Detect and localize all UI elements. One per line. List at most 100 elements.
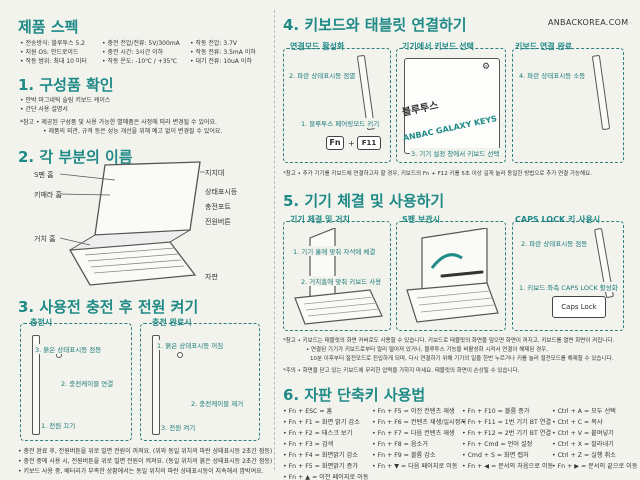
shortcut-item: • Fn + ▲ = 이전 페이지로 이동 xyxy=(283,474,369,480)
caps-lock-key: Caps Lock xyxy=(552,296,606,318)
section-6-title: 6. 자판 단축키 사용법 xyxy=(283,386,426,404)
charging-step-3: 3. 붉은 상태표시등 점등 xyxy=(34,344,103,354)
shortcut-item: • Fn + F11 = 1번 기기 BT 연결 xyxy=(462,419,552,426)
column-divider xyxy=(274,10,275,470)
shortcut-item: • Fn + F7 = 다음 컨텐츠 재생 xyxy=(372,430,455,437)
spec-row-1-col-1: • 전송방식: 블루투스 5.2 xyxy=(20,40,85,47)
shortcut-item: • Fn + F3 = 검색 xyxy=(283,441,334,448)
caps-step-2: 2. 파란 상태표시등 점등 xyxy=(520,238,589,248)
spec-row-3-col-1: • 작동 범위: 최대 10 미터 xyxy=(20,58,87,65)
shortcut-item: • Fn + F9 = 볼륨 감소 xyxy=(372,452,436,459)
complete-step-4: 4. 파란 상태표시등 소등 xyxy=(518,70,587,80)
complete-device-edge xyxy=(152,335,160,435)
charging-title: 충전시 xyxy=(30,318,53,327)
select-step-3: 3. 기기 설정 창에서 키보드 선택 xyxy=(410,148,501,158)
s4-note: *참고 • 추가 기기를 키보드에 연결하고자 할 경우, 키보드의 Fn + … xyxy=(283,171,592,177)
select-keyboard-title: 기기에서 키보드 선택 xyxy=(402,42,474,51)
shortcut-item: • Fn + F8 = 음소거 xyxy=(372,441,428,448)
section-5-title: 5. 기기 체결 및 사용하기 xyxy=(283,192,445,210)
label-status-led: 상태표시등 xyxy=(205,188,238,196)
complete-step-3: 3. 전원 켜기 xyxy=(160,422,197,432)
brand-url: ANBACKOREA.COM xyxy=(548,18,629,27)
shortcut-item: • Ctrl + V = 붙여넣기 xyxy=(552,430,614,437)
spec-row-1-col-3: • 작동 전압: 3.7V xyxy=(190,40,238,47)
section-2-title: 2. 각 부분의 이름 xyxy=(18,148,133,166)
pairing-step-2: 2. 파란 상태표시등 점멸 xyxy=(288,70,357,80)
shortcut-item: • Fn + F6 = 컨텐츠 재생/일시정지 xyxy=(372,419,467,426)
charging-step-2: 2. 충전케이블 연결 xyxy=(60,378,115,388)
s1-item-2: • 간단 사용 설명서 xyxy=(20,106,68,113)
attach-stand-panel xyxy=(283,221,391,331)
spec-title: 제품 스펙 xyxy=(18,18,79,36)
label-keyboard: 자판 xyxy=(205,273,218,281)
shortcut-item: • Fn + F12 = 2번 기기 BT 연결 xyxy=(462,430,552,437)
gear-icon: ⚙ xyxy=(482,62,491,72)
shortcut-item: • Fn + Cmd = 언어 설정 xyxy=(462,441,533,448)
complete-step-2: 2. 충전케이블 제거 xyxy=(190,398,245,408)
charge-complete-title: 충전 완료시 xyxy=(152,318,192,327)
label-s-pen-slot: S펜 홈 xyxy=(34,171,54,179)
s5-caution: *주의 • 화면을 닫고 있는 키보드에 무리한 압력을 가하지 마세요. 태블… xyxy=(283,368,520,374)
shortcut-item: • Fn + ESC = 홈 xyxy=(283,408,333,415)
shortcut-item: • Ctrl + C = 복사 xyxy=(552,419,603,426)
shortcut-item: • Ctrl + Z = 실행 취소 xyxy=(552,452,616,459)
shortcut-column-2: • Fn + F5 = 이전 컨텐츠 재생 • Fn + F6 = 컨텐츠 재생… xyxy=(372,406,466,472)
pairing-mode-title: 연결모드 활성화 xyxy=(290,42,345,51)
label-mount-slot: 거치 홈 xyxy=(34,235,56,243)
shortcut-column-3: • Fn + F10 = 볼륨 증가 • Fn + F11 = 1번 기기 BT… xyxy=(462,406,553,472)
s5-note-1: *참고 • 키보드는 태블릿의 화면 커버로도 사용할 수 있습니다. 키보드로… xyxy=(283,338,615,344)
shortcut-item: • Fn + F1 = 화면 밝기 감소 xyxy=(283,419,360,426)
label-stand: 지지대 xyxy=(205,169,225,177)
shortcut-item: • Fn + F5 = 이전 컨텐츠 재생 xyxy=(372,408,455,415)
shortcut-item: • Ctrl + A = 모두 선택 xyxy=(552,408,616,415)
connection-complete-panel xyxy=(512,48,624,163)
charging-panel xyxy=(20,323,132,441)
charging-step-1: 1. 전원 끄기 xyxy=(40,420,77,430)
spec-row-2-col-1: • 지원 OS: 안드로이드 xyxy=(20,49,79,56)
shortcut-item: • Fn + F5 = 화면밝기 증가 xyxy=(283,463,358,470)
pairing-step-1: 1. 블루투스 페어링모드 키기 xyxy=(300,118,381,128)
keyboard-case-illustration xyxy=(60,161,205,286)
shortcut-item: • Cmd + S = 화면 캡처 xyxy=(462,452,529,459)
f11-key: F11 xyxy=(357,136,381,150)
caps-lock-title: CAPS LOCK 키 사용시 xyxy=(515,215,601,224)
s5-note-2: • 연결된 기기가 키보드로부터 멀리 떨어져 있거나, 블루투스 기능을 비활… xyxy=(306,347,548,353)
s3-note-1: • 충전 완료 후, 전원버튼을 위로 밀면 전원이 꺼져요. (위와 동일 위… xyxy=(18,448,273,455)
s5-note-3: 10분 이후부터 절전모드로 진입하게 되며, 다시 연결하기 위해 기기의 일… xyxy=(310,356,614,362)
select-keyboard-panel xyxy=(396,48,506,163)
s3-note-3: • 키보드 사용 중, 배터리가 부족한 상황에서는 동일 위치의 파란 상태표… xyxy=(18,468,264,475)
label-power-button: 전원버튼 xyxy=(205,218,231,226)
s1-item-1: • 안박 마그네틱 슬림 키보드 케이스 xyxy=(20,97,111,104)
shortcut-item: • Fn + F10 = 볼륨 증가 xyxy=(462,408,530,415)
attach-stand-title: 기기 체결 및 거치 xyxy=(290,215,350,224)
spec-row-2-col-3: • 작동 전류: 3.5mA 이하 xyxy=(190,49,256,56)
shortcut-column-4: • Ctrl + A = 모두 선택 • Ctrl + C = 복사 • Ctr… xyxy=(552,406,638,472)
label-charge-port: 충전포트 xyxy=(205,203,231,211)
label-camera-slot: 키매라 홈 xyxy=(34,191,62,199)
shortcut-item: • Ctrl + X = 잘라내기 xyxy=(552,441,614,448)
spec-row-3-col-3: • 대기 전류: 10uA 이하 xyxy=(190,58,252,65)
s-pen-illustration xyxy=(406,228,499,323)
shortcut-column-1: • Fn + ESC = 홈 • Fn + F1 = 화면 밝기 감소 • Fn… xyxy=(283,406,369,480)
s-pen-storage-panel xyxy=(396,221,506,331)
spec-row-1-col-2: • 충전 전압/전류: 5V/300mA xyxy=(102,40,180,47)
complete-step-1: 1. 붉은 상태표시등 꺼짐 xyxy=(156,340,225,350)
s1-note-2: • 제품의 외관, 규격 등은 성능 개선을 위해 예고 없이 변경될 수 있어… xyxy=(43,128,223,135)
attach-step-1: 1. 기기 홀에 맞춰 자석에 체결 xyxy=(292,246,377,256)
plus-sign: + xyxy=(348,139,355,148)
charging-device-edge xyxy=(32,335,40,435)
caps-lock-panel xyxy=(512,221,624,331)
connection-complete-title: 키보드 연결 완료 xyxy=(515,42,573,51)
spec-row-3-col-2: • 작동 온도: -10℃ / +35℃ xyxy=(102,58,178,65)
shortcut-item: • Fn + ▼ = 다음 페이지로 이동 xyxy=(372,463,458,470)
section-1-title: 1. 구성품 확인 xyxy=(18,76,114,94)
shortcut-item: • Fn + ◀ = 문서의 처음으로 이동 xyxy=(462,463,554,470)
s3-note-2: • 충전 중에 사용 시, 전원버튼을 위로 밀면 전원이 켜져요. (동일 위… xyxy=(18,458,273,465)
section-4-title: 4. 키보드와 태블릿 연결하기 xyxy=(283,16,467,34)
spec-row-2-col-2: • 충전 시간: 3시간 이하 xyxy=(102,49,164,56)
s1-note-1: *참고 • 제공된 구성품 및 사용 가능한 별매품은 사정에 따라 변경될 수… xyxy=(20,119,217,126)
attach-step-2: 2. 거치홈에 맞춰 키보드 사용 xyxy=(300,276,383,286)
complete-led-dot xyxy=(177,352,183,358)
fn-key: Fn xyxy=(326,136,344,150)
